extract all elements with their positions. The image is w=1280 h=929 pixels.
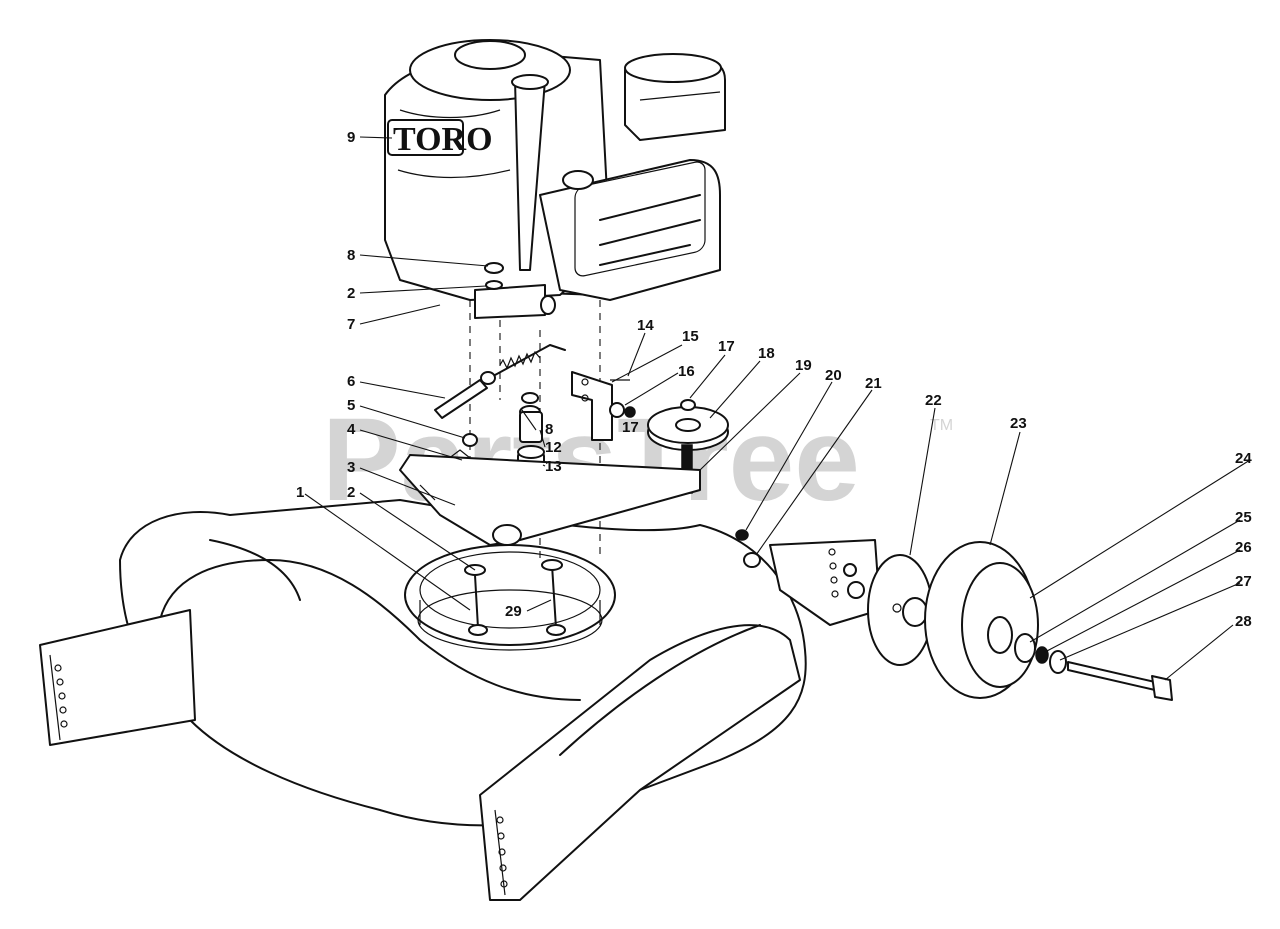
callout-19: 19 xyxy=(795,357,812,374)
height-adjust-holes xyxy=(828,548,839,598)
callout-26: 26 xyxy=(1235,539,1252,556)
callout-2: 2 xyxy=(347,484,355,501)
callout-21: 21 xyxy=(865,375,882,392)
callout-23: 23 xyxy=(1010,415,1027,432)
callout-12: 12 xyxy=(545,439,562,456)
callout-14: 14 xyxy=(637,317,654,334)
watermark-trademark: TM xyxy=(930,417,953,434)
callout-8: 8 xyxy=(347,247,355,264)
callout-3: 3 xyxy=(347,459,355,476)
callout-24: 24 xyxy=(1235,450,1252,467)
callout-7: 7 xyxy=(347,316,355,333)
callout-18: 18 xyxy=(758,345,775,362)
control-parts xyxy=(399,344,729,546)
callout-8: 8 xyxy=(545,421,553,438)
callout-29: 29 xyxy=(505,603,522,620)
callout-9: 9 xyxy=(347,129,355,146)
callout-20: 20 xyxy=(825,367,842,384)
callout-16: 16 xyxy=(678,363,695,380)
mower-deck xyxy=(39,499,881,901)
callout-2: 2 xyxy=(347,285,355,302)
callout-13: 13 xyxy=(545,458,562,475)
left-flap-holes xyxy=(54,664,68,728)
callout-28: 28 xyxy=(1235,613,1252,630)
callout-22: 22 xyxy=(925,392,942,409)
callout-27: 27 xyxy=(1235,573,1252,590)
wheel-assembly xyxy=(735,529,1173,701)
callout-6: 6 xyxy=(347,373,355,390)
callout-5: 5 xyxy=(347,397,355,414)
right-flap-holes xyxy=(496,816,508,888)
brand-label: TORO xyxy=(393,121,493,158)
callout-4: 4 xyxy=(347,421,356,438)
callout-15: 15 xyxy=(682,328,699,345)
callout-17: 17 xyxy=(622,419,639,436)
engine-assembly: TORO xyxy=(384,39,726,319)
callout-1: 1 xyxy=(296,484,304,501)
callout-25: 25 xyxy=(1235,509,1252,526)
callout-labels: 9 8 2 7 6 5 4 3 1 2 29 14 15 16 17 17 18… xyxy=(296,129,1252,630)
leader-lines xyxy=(304,136,1251,681)
callout-17: 17 xyxy=(718,338,735,355)
